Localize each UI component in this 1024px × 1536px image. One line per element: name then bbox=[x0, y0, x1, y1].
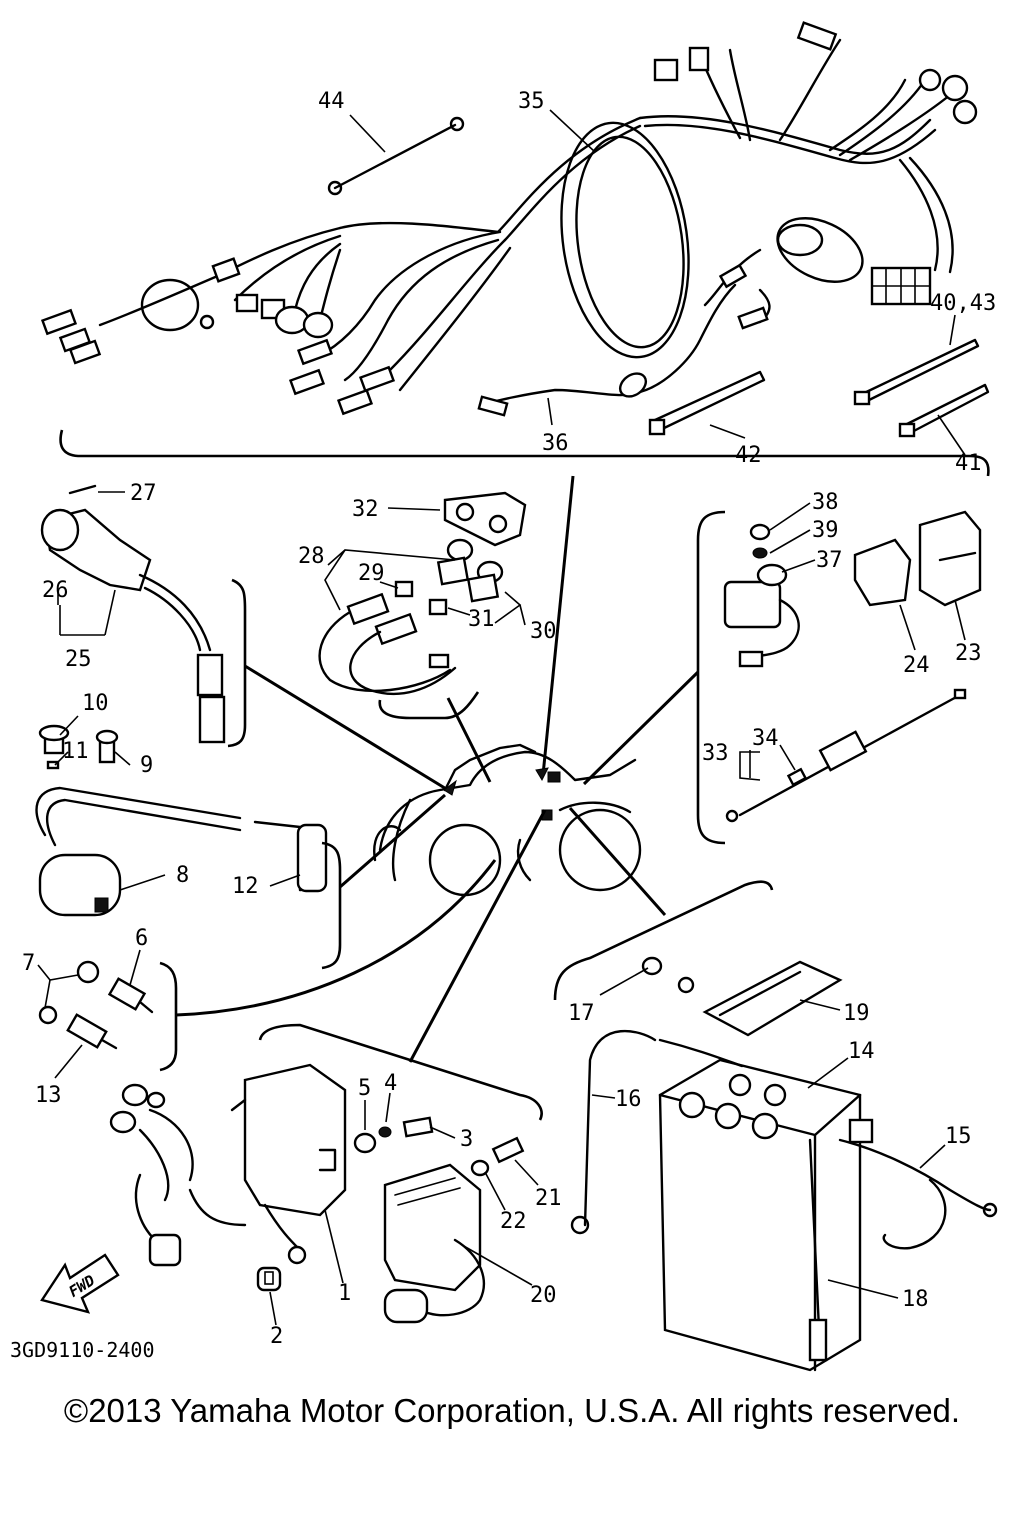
callout-13: 13 bbox=[35, 1083, 62, 1108]
atv-silhouette bbox=[373, 743, 642, 897]
callout-24: 24 bbox=[903, 653, 930, 678]
callout-28: 28 bbox=[298, 544, 325, 569]
copyright-notice: ©2013 Yamaha Motor Corporation, U.S.A. A… bbox=[63, 1392, 961, 1429]
callout-9: 9 bbox=[140, 753, 153, 778]
callout-7: 7 bbox=[22, 951, 35, 976]
callout-11: 11 bbox=[62, 739, 89, 764]
callout-12: 12 bbox=[232, 874, 259, 899]
relay-group bbox=[582, 510, 982, 845]
callout-5: 5 bbox=[358, 1076, 371, 1101]
callout-labels: 44 35 36 42 41 40,43 27 26 25 32 28 29 3… bbox=[10, 89, 996, 1362]
callout-27: 27 bbox=[130, 481, 157, 506]
callout-40-43: 40,43 bbox=[930, 291, 996, 316]
wire-harness bbox=[40, 21, 990, 776]
callout-8: 8 bbox=[176, 863, 189, 888]
callout-23: 23 bbox=[955, 641, 982, 666]
battery-group bbox=[553, 807, 998, 1372]
callout-39: 39 bbox=[812, 518, 839, 543]
callout-36: 36 bbox=[542, 431, 569, 456]
electrical-parts-diagram: FWD bbox=[10, 21, 998, 1372]
callout-21: 21 bbox=[535, 1186, 562, 1211]
callout-6: 6 bbox=[135, 926, 148, 951]
leader-lines bbox=[37, 109, 966, 1326]
callout-14: 14 bbox=[848, 1039, 875, 1064]
callout-25: 25 bbox=[65, 647, 92, 672]
ignition-coil-group bbox=[35, 724, 446, 970]
callout-33: 33 bbox=[702, 741, 729, 766]
callout-20: 20 bbox=[530, 1283, 557, 1308]
callout-2: 2 bbox=[270, 1324, 283, 1349]
fwd-arrow bbox=[40, 1253, 120, 1314]
callout-35: 35 bbox=[518, 89, 545, 114]
callout-30: 30 bbox=[530, 619, 557, 644]
switch-connector-group bbox=[318, 491, 527, 783]
plug-cap-group bbox=[40, 484, 449, 792]
callout-10: 10 bbox=[82, 691, 109, 716]
callout-1: 1 bbox=[338, 1281, 351, 1306]
callout-32: 32 bbox=[352, 497, 379, 522]
callout-26: 26 bbox=[42, 578, 69, 603]
callout-37: 37 bbox=[816, 548, 843, 573]
callout-38: 38 bbox=[812, 490, 839, 515]
callout-31: 31 bbox=[468, 607, 495, 632]
callout-22: 22 bbox=[500, 1209, 527, 1234]
cdi-regulator-group: FWD bbox=[40, 809, 547, 1324]
callout-15: 15 bbox=[945, 1124, 972, 1149]
drawing-code: 3GD9110-2400 bbox=[10, 1338, 155, 1362]
callout-29: 29 bbox=[358, 561, 385, 586]
callout-42: 42 bbox=[735, 443, 762, 468]
callout-19: 19 bbox=[843, 1001, 870, 1026]
callout-18: 18 bbox=[902, 1287, 929, 1312]
callout-41: 41 bbox=[955, 451, 982, 476]
callout-16: 16 bbox=[615, 1087, 642, 1112]
switch-sensors bbox=[38, 859, 497, 1072]
callout-4: 4 bbox=[384, 1071, 397, 1096]
callout-3: 3 bbox=[460, 1127, 473, 1152]
callout-17: 17 bbox=[568, 1001, 595, 1026]
callout-34: 34 bbox=[752, 726, 779, 751]
callout-44: 44 bbox=[318, 89, 345, 114]
